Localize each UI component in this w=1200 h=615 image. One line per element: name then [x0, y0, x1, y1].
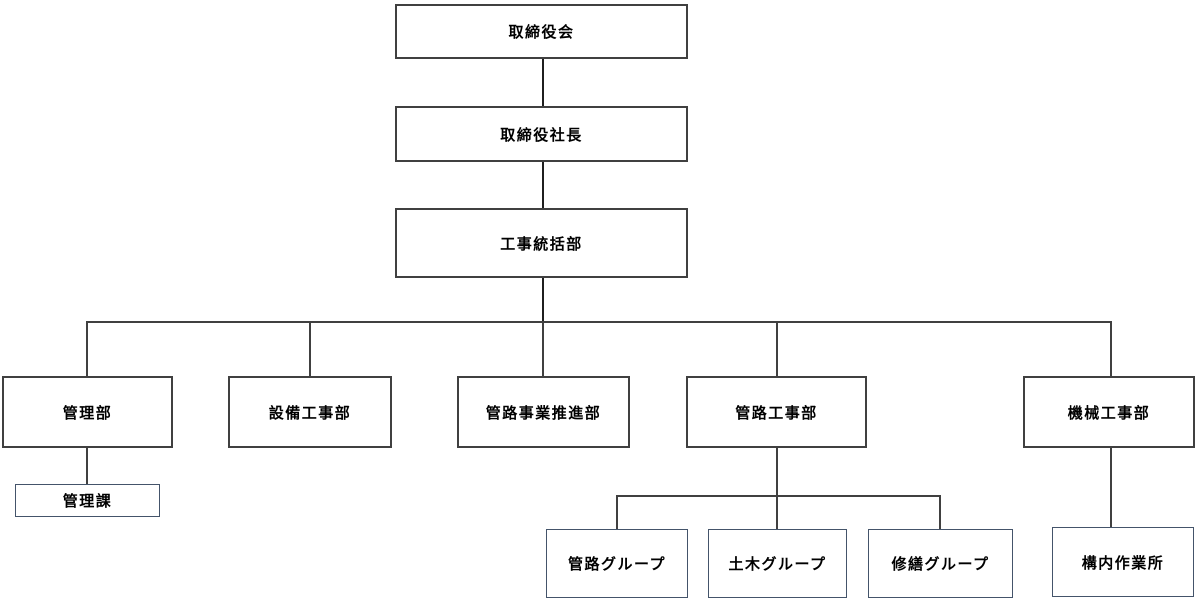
org-node-board-label: 取締役会	[508, 23, 575, 41]
org-node-onsite-office: 構内作業所	[1052, 527, 1194, 597]
org-node-president: 取締役社長	[395, 106, 688, 162]
connector-admindept-adminsection	[86, 448, 88, 484]
org-node-pipeline-promo-dept: 管路事業推進部	[457, 376, 630, 448]
org-node-president-label: 取締役社長	[500, 125, 583, 144]
org-node-admin-dept: 管理部	[2, 376, 173, 448]
org-node-construction-hq: 工事統括部	[395, 208, 688, 278]
connector-subbranch-repairgroup	[939, 495, 941, 529]
org-node-pipeline-promo-dept-label: 管路事業推進部	[485, 403, 602, 422]
connector-subbranch-civilgroup	[776, 495, 778, 529]
connector-machinerydept-onsiteoffice	[1110, 448, 1112, 527]
org-node-pipeline-const-dept: 管路工事部	[686, 376, 867, 448]
org-node-machinery-dept-label: 機械工事部	[1067, 403, 1151, 422]
connector-subbranch-pipelinegroup	[616, 495, 618, 529]
org-node-civil-group: 土木グループ	[708, 529, 847, 598]
org-node-facility-dept-label: 設備工事部	[268, 403, 352, 422]
org-node-facility-dept: 設備工事部	[228, 376, 392, 448]
org-node-onsite-office-label: 構内作業所	[1081, 553, 1165, 572]
connector-board-president	[542, 59, 544, 106]
org-node-admin-section: 管理課	[15, 484, 160, 517]
connector-constructionhq-branch	[542, 278, 544, 322]
connector-branch-machinerydept	[1110, 321, 1112, 376]
org-node-admin-section-label: 管理課	[62, 492, 113, 510]
connector-sub-branch	[616, 495, 941, 497]
org-node-pipeline-group: 管路グループ	[546, 529, 688, 598]
connector-pipelineconstdept-subbranch	[776, 448, 778, 497]
org-node-pipeline-const-dept-label: 管路工事部	[735, 403, 818, 422]
connector-branch-facilitydept	[309, 321, 311, 376]
org-node-civil-group-label: 土木グループ	[728, 555, 827, 573]
connector-branch-pipelinepromodept	[542, 321, 544, 376]
connector-branch-admindept	[86, 321, 88, 376]
org-node-board: 取締役会	[395, 4, 688, 59]
org-node-machinery-dept: 機械工事部	[1023, 376, 1195, 448]
connector-main-branch	[86, 321, 1112, 323]
connector-branch-pipelineconstdept	[776, 321, 778, 376]
org-node-construction-hq-label: 工事統括部	[500, 234, 583, 253]
org-node-pipeline-group-label: 管路グループ	[567, 555, 667, 573]
org-node-repair-group-label: 修繕グループ	[891, 555, 990, 573]
org-node-admin-dept-label: 管理部	[62, 403, 113, 422]
org-node-repair-group: 修繕グループ	[868, 529, 1013, 598]
connector-president-constructionhq	[542, 162, 544, 208]
